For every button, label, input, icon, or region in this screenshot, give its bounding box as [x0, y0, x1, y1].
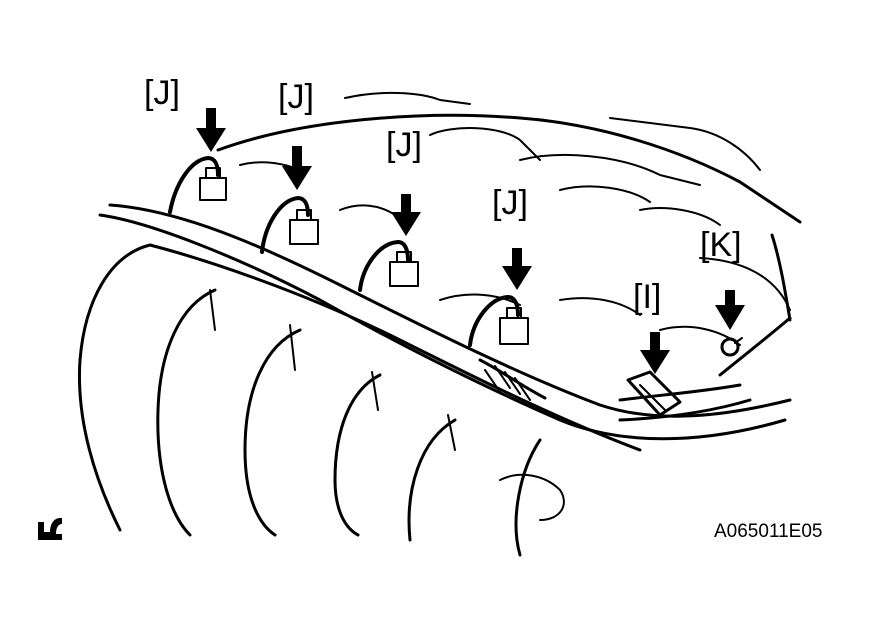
wire-harness [98, 203, 792, 441]
intake-manifold [77, 243, 642, 557]
down-arrow-icon [282, 146, 312, 190]
down-arrow-icon [640, 332, 670, 374]
down-arrow-icon [502, 248, 532, 290]
reuse-symbol-icon [38, 518, 62, 540]
down-arrow-icon [391, 194, 421, 236]
harness-clamp-k [720, 337, 743, 357]
callout-label-j2: [J] [278, 78, 314, 116]
injector-connector-4 [468, 294, 529, 347]
harness-connector-i [626, 370, 682, 417]
injector-connector-1 [168, 155, 227, 214]
injector-connector-3 [358, 239, 419, 292]
down-arrow-icon [715, 290, 745, 330]
callout-label-j3: [J] [386, 126, 422, 164]
callout-label-k: [K] [700, 226, 742, 264]
injector-connector-2 [260, 195, 319, 254]
callout-label-i: [I] [633, 278, 661, 316]
callout-label-j1: [J] [144, 74, 180, 112]
figure-code: A065011E05 [714, 521, 822, 542]
down-arrow-icon [196, 108, 226, 152]
callout-label-j4: [J] [492, 184, 528, 222]
engine-background [216, 91, 802, 346]
